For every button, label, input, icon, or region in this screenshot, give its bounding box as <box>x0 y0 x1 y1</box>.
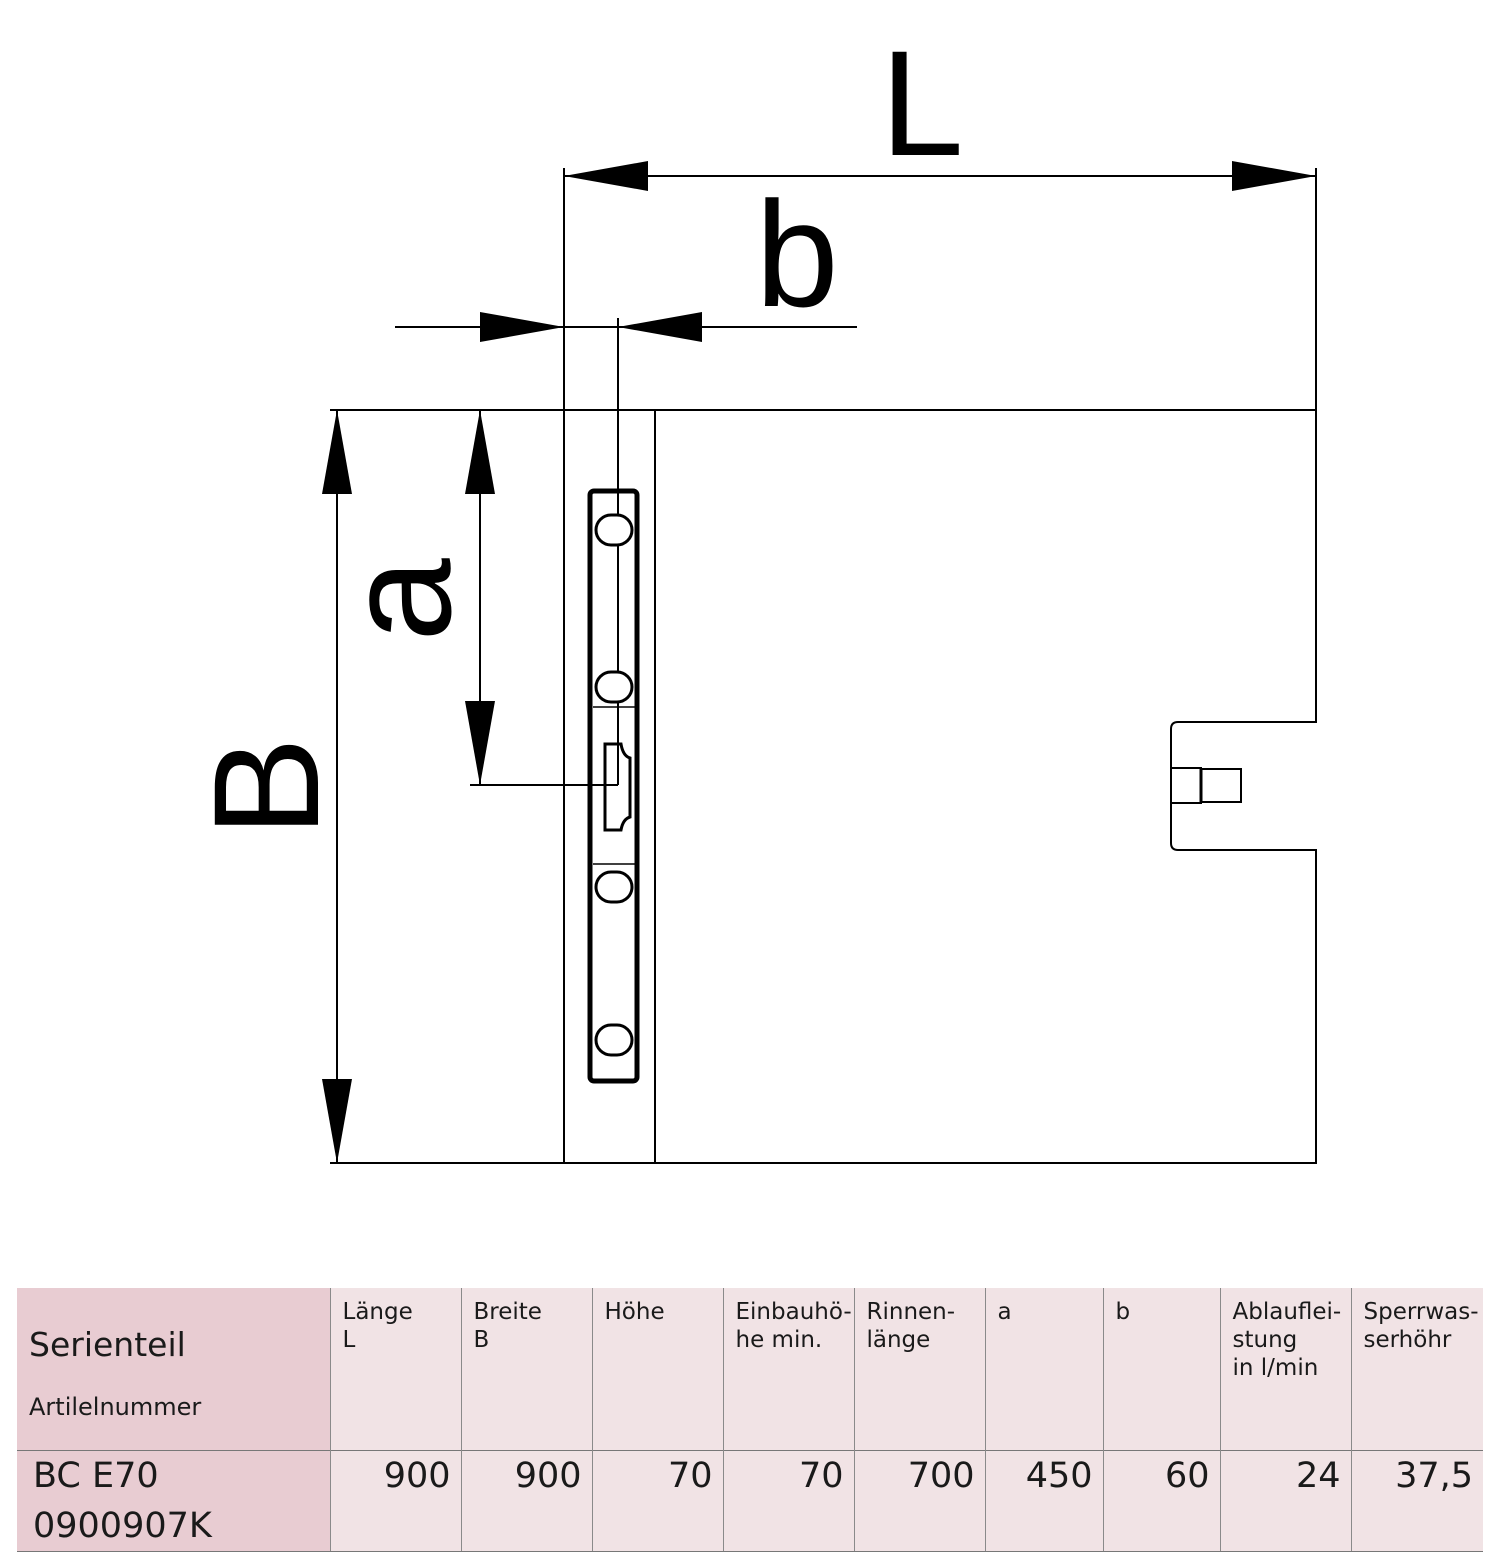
header-height: Höhe <box>591 1288 723 1451</box>
plate-outline <box>330 409 1317 1164</box>
label-L: L <box>880 19 963 187</box>
header-a: a <box>984 1288 1103 1451</box>
header-length: Länge L <box>329 1288 461 1451</box>
label-B: B <box>182 737 350 837</box>
arrow-up-icon <box>465 410 495 494</box>
header-channel-length: Rinnen- länge <box>853 1288 985 1451</box>
arrow-down-icon <box>465 701 495 785</box>
header-flow-rate: Ablauflei- stung in l/min <box>1219 1288 1351 1451</box>
value-water-seal: 37,5 <box>1350 1450 1483 1552</box>
value-b: 60 <box>1102 1450 1220 1552</box>
header-install-height: Einbauhö- he min. <box>722 1288 854 1451</box>
header-water-seal: Sperrwas- serhöhr <box>1350 1288 1483 1451</box>
value-install-height: 70 <box>722 1450 854 1552</box>
drain-grate <box>587 488 640 1084</box>
value-length: 900 <box>329 1450 461 1552</box>
spec-table: Serienteil Artilelnummer Länge L Breite … <box>17 1288 1483 1552</box>
arrowheads <box>322 161 1316 1163</box>
value-a: 450 <box>984 1450 1103 1552</box>
side-outlet <box>1170 767 1242 804</box>
table-header-row: Serienteil Artilelnummer Länge L Breite … <box>17 1288 1483 1451</box>
arrow-left-icon <box>618 312 702 342</box>
arrow-left-icon <box>564 161 648 191</box>
arrow-down-icon <box>322 1079 352 1163</box>
header-article: Serienteil Artilelnummer <box>17 1288 330 1451</box>
header-subtitle: Artilelnummer <box>29 1393 202 1421</box>
header-title: Serienteil <box>29 1325 186 1364</box>
header-width: Breite B <box>460 1288 592 1451</box>
value-channel-length: 700 <box>853 1450 985 1552</box>
table-row: BC E70 0900907K 900 900 70 70 700 450 60… <box>17 1450 1483 1552</box>
label-b: b <box>755 170 838 338</box>
technical-drawing: L b a B <box>182 19 1317 1164</box>
label-a: a <box>314 558 482 642</box>
arrow-right-icon <box>480 312 564 342</box>
value-width: 900 <box>460 1450 592 1552</box>
drain-outlet <box>603 742 632 832</box>
value-flow-rate: 24 <box>1219 1450 1351 1552</box>
value-height: 70 <box>591 1450 723 1552</box>
header-b: b <box>1102 1288 1220 1451</box>
arrow-up-icon <box>322 410 352 494</box>
article-number: BC E70 0900907K <box>17 1450 330 1552</box>
arrow-right-icon <box>1232 161 1316 191</box>
